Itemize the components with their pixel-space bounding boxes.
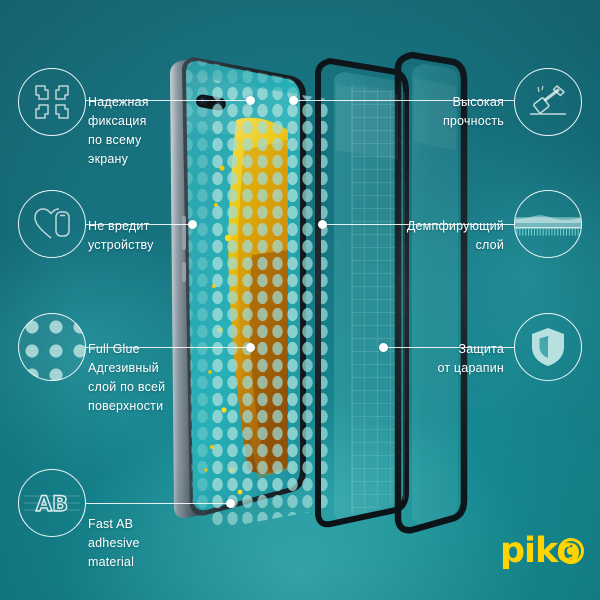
connector-line-3 <box>85 347 251 348</box>
feature-label-full-glue: Full Glue Адгезивный слой по всей поверх… <box>88 342 166 413</box>
feature-label-full-coverage: Надежная фиксация по всему экрану <box>88 95 149 166</box>
ab-letters-icon: AB <box>24 491 80 517</box>
feature-label-damping-layer: Демпфирующий слой <box>406 219 504 252</box>
connector-line-2 <box>85 224 192 225</box>
adhesive-dot-layer <box>212 80 332 530</box>
heart-phone-icon <box>34 208 70 239</box>
connector-line-6 <box>322 224 515 225</box>
shield-icon <box>532 328 564 366</box>
connector-dot-2 <box>188 220 197 229</box>
connector-line-1 <box>85 100 251 101</box>
damping-layer-icon <box>515 215 581 236</box>
fit-to-screen-arrows-icon <box>35 85 69 119</box>
feature-icon-damping-layer <box>514 190 582 258</box>
feature-icon-high-strength <box>514 68 582 136</box>
feature-icon-full-coverage <box>18 68 86 136</box>
feature-icon-fast-ab: AB <box>18 469 86 537</box>
connector-dot-5 <box>289 96 298 105</box>
connector-dot-4 <box>226 499 235 508</box>
connector-dot-6 <box>318 220 327 229</box>
connector-dot-3 <box>246 343 255 352</box>
feature-label-high-strength: Высокая прочность <box>442 95 504 128</box>
feature-label-scratch-protection: Защита от царапин <box>437 342 504 375</box>
tempered-glass-layer <box>315 51 468 534</box>
connector-dot-1 <box>246 96 255 105</box>
connector-dot-7 <box>379 343 388 352</box>
feature-label-device-safe: Не вредит устройству <box>88 219 154 252</box>
svg-text:AB: AB <box>36 492 68 516</box>
connector-line-7 <box>383 347 515 348</box>
feature-label-fast-ab: Fast AB adhesive material <box>88 517 140 569</box>
feature-icon-full-glue <box>18 313 86 381</box>
feature-icon-device-safe <box>18 190 86 258</box>
connector-line-5 <box>293 100 515 101</box>
circular-arrows-o-icon <box>558 538 585 564</box>
brand-logo: piko <box>500 534 585 569</box>
feature-icon-scratch-protection <box>514 313 582 381</box>
connector-line-4 <box>85 503 231 504</box>
hammer-icon <box>530 85 566 115</box>
